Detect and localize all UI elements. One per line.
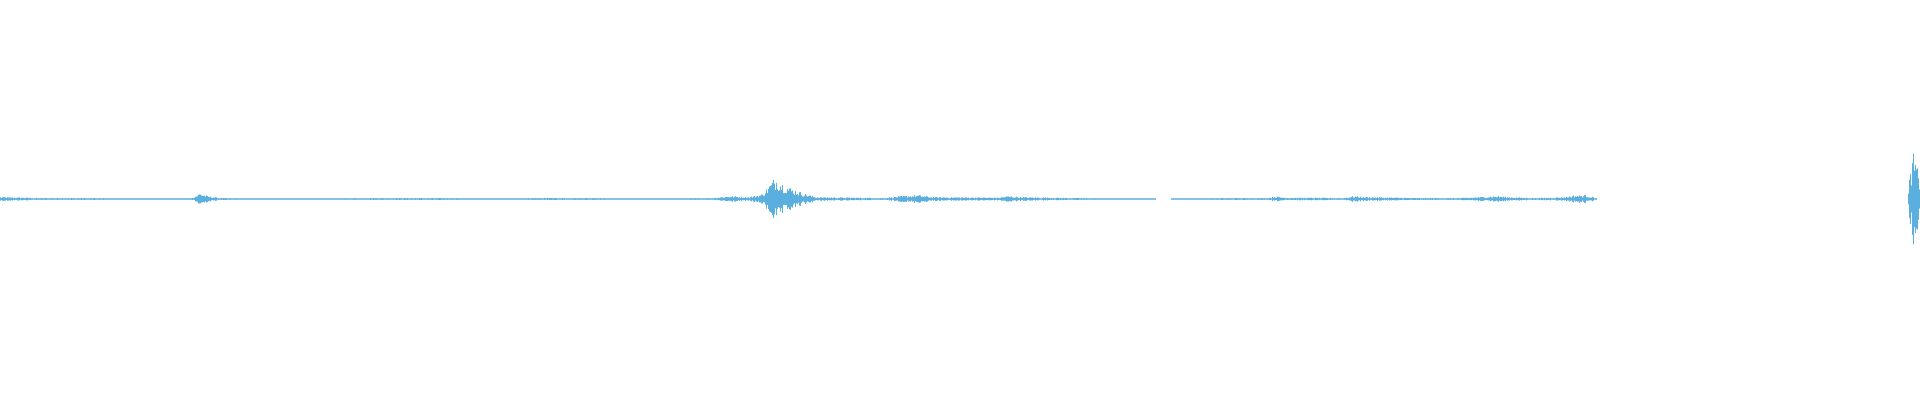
waveform-bars — [0, 153, 1920, 245]
